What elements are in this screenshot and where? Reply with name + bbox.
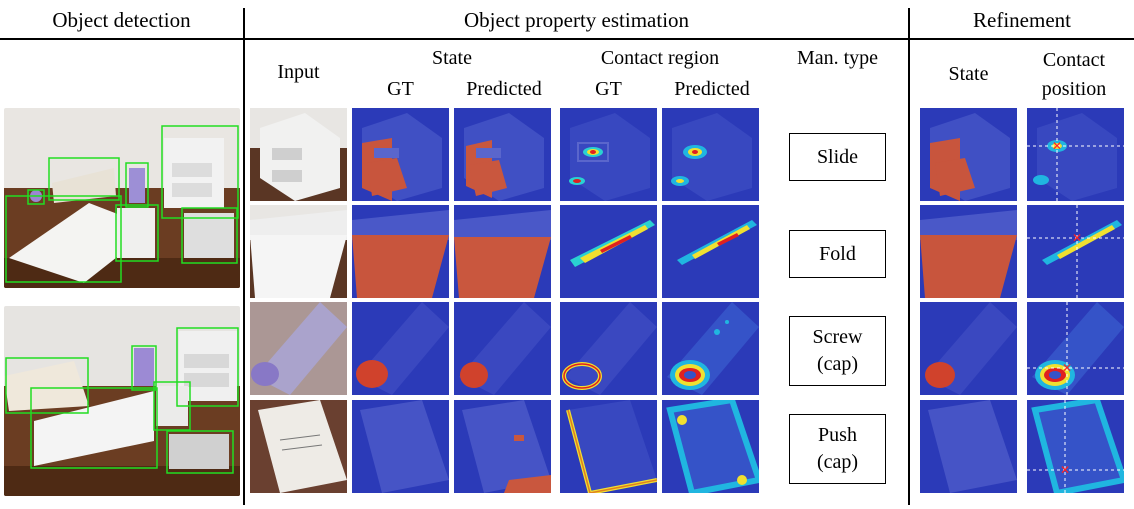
state-predicted-bottle (454, 302, 551, 395)
refined-contact-box: ✕ (1027, 400, 1124, 493)
contact-predicted-box (662, 400, 759, 493)
input-image-drawer (250, 108, 347, 201)
input-image-bottle (250, 302, 347, 395)
state-gt-drawer (352, 108, 449, 201)
refined-contact-laptop: ✕ (1027, 205, 1124, 298)
state-predicted-laptop (454, 205, 551, 298)
detection-scene-bottom (4, 306, 240, 496)
refined-contact-bottle: ✕ (1027, 302, 1124, 395)
man-type-push: Push (cap) (789, 414, 886, 484)
contact-gt-bottle (560, 302, 657, 395)
header-refinement: Refinement (973, 8, 1071, 32)
input-image-box (250, 400, 347, 493)
state-predicted-box (454, 400, 551, 493)
col-contact-gt: GT (595, 78, 622, 100)
state-gt-laptop (352, 205, 449, 298)
contact-gt-box (560, 400, 657, 493)
col-state: State (432, 47, 472, 69)
state-gt-bottle (352, 302, 449, 395)
man-type-slide: Slide (789, 133, 886, 181)
man-type-screw: Screw (cap) (789, 316, 886, 386)
refined-state-box (920, 400, 1017, 493)
input-image-laptop (250, 205, 347, 298)
col-input: Input (277, 61, 320, 83)
col-contact-region: Contact region (600, 47, 720, 69)
col-contact-predicted: Predicted (674, 78, 750, 100)
contact-gt-laptop (560, 205, 657, 298)
refined-state-laptop (920, 205, 1017, 298)
contact-predicted-laptop (662, 205, 759, 298)
refined-contact-drawer: ✕ (1027, 108, 1124, 201)
header-object-detection: Object detection (52, 8, 191, 32)
column-divider-left (243, 8, 245, 505)
col-ref-contact-line1: Contact (1042, 49, 1106, 71)
header-property-estimation: Object property estimation (463, 8, 690, 32)
contact-gt-drawer (560, 108, 657, 201)
header-divider (0, 38, 1134, 40)
contact-predicted-drawer (662, 108, 759, 201)
svg-text:✕: ✕ (1052, 139, 1062, 153)
col-state-gt: GT (387, 78, 414, 100)
svg-text:✕: ✕ (1060, 463, 1070, 477)
col-ref-contact-line2: position (1041, 78, 1107, 100)
svg-text:✕: ✕ (1072, 231, 1082, 245)
col-ref-state: State (948, 63, 989, 85)
detection-scene-top (4, 108, 240, 288)
column-divider-right (908, 8, 910, 505)
state-gt-box (352, 400, 449, 493)
contact-predicted-bottle (662, 302, 759, 395)
col-man-type: Man. type (796, 47, 879, 69)
state-predicted-drawer (454, 108, 551, 201)
refined-state-bottle (920, 302, 1017, 395)
man-type-fold: Fold (789, 230, 886, 278)
col-state-predicted: Predicted (466, 78, 542, 100)
svg-text:✕: ✕ (1062, 361, 1072, 375)
refined-state-drawer (920, 108, 1017, 201)
